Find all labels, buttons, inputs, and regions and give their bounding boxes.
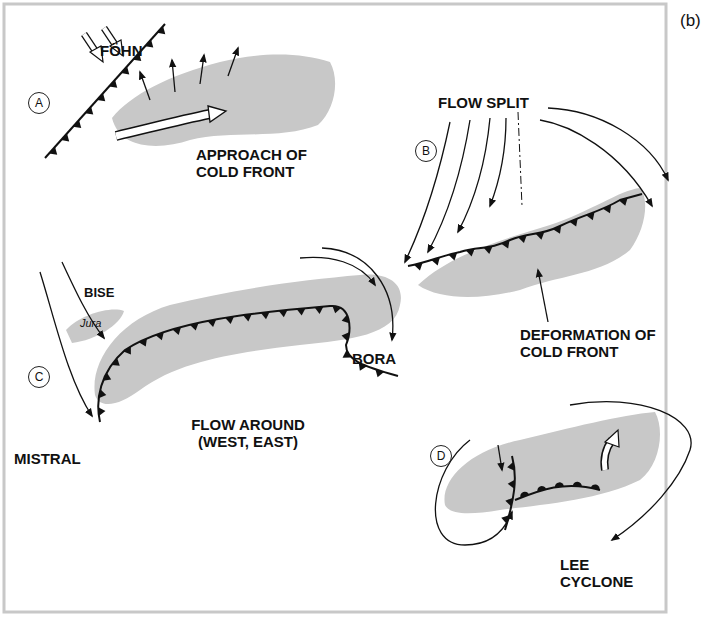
text-label: FLOW AROUND (WEST, EAST): [182, 416, 314, 450]
cold-front-marks: [98, 306, 384, 416]
text-label: DEFORMATION OF COLD FRONT: [520, 326, 660, 360]
circled-letter: D: [430, 445, 452, 467]
node-text: C: [35, 371, 44, 383]
alps-relief: [94, 275, 400, 404]
cold-front-marks: [49, 26, 165, 155]
cold-front: [98, 306, 398, 422]
text-label: BISE: [84, 284, 114, 301]
node-text: A: [35, 97, 43, 109]
alps-relief: [112, 55, 335, 146]
node-text: B: [422, 145, 430, 157]
cold-front: [45, 24, 165, 158]
foehn-arrows: [140, 48, 238, 100]
text-label: APPROACH OF COLD FRONT: [196, 146, 324, 180]
cold-front-marks: [501, 462, 515, 524]
cold-front: [408, 194, 642, 266]
text-label: Jura: [80, 315, 101, 332]
warm-front-marks: [520, 482, 599, 498]
text-label: MISTRAL: [14, 450, 81, 467]
circled-letter: C: [28, 366, 50, 388]
warm-front: [515, 486, 600, 500]
text-label: (b): [680, 12, 701, 29]
text-label: BORA: [352, 350, 396, 367]
cold-front-marks: [414, 198, 628, 271]
hollow-arrow: [604, 430, 619, 470]
text-label: LEE CYCLONE: [560, 556, 660, 590]
flow-arrows: [435, 402, 691, 545]
hollow-arrows: [84, 28, 226, 136]
alps-relief: [444, 412, 660, 513]
jura-relief: [66, 310, 124, 343]
frame: [4, 4, 666, 612]
flow-arrows: [40, 248, 393, 416]
node-text: D: [437, 450, 446, 462]
flow-arrows: [405, 108, 668, 262]
circled-letter: B: [415, 140, 437, 162]
text-label: FLOW SPLIT: [438, 94, 529, 111]
pointer-arrow: [538, 270, 548, 322]
circled-letter: A: [28, 92, 50, 114]
text-label: FÖHN: [100, 42, 143, 59]
split-line: [518, 112, 522, 206]
